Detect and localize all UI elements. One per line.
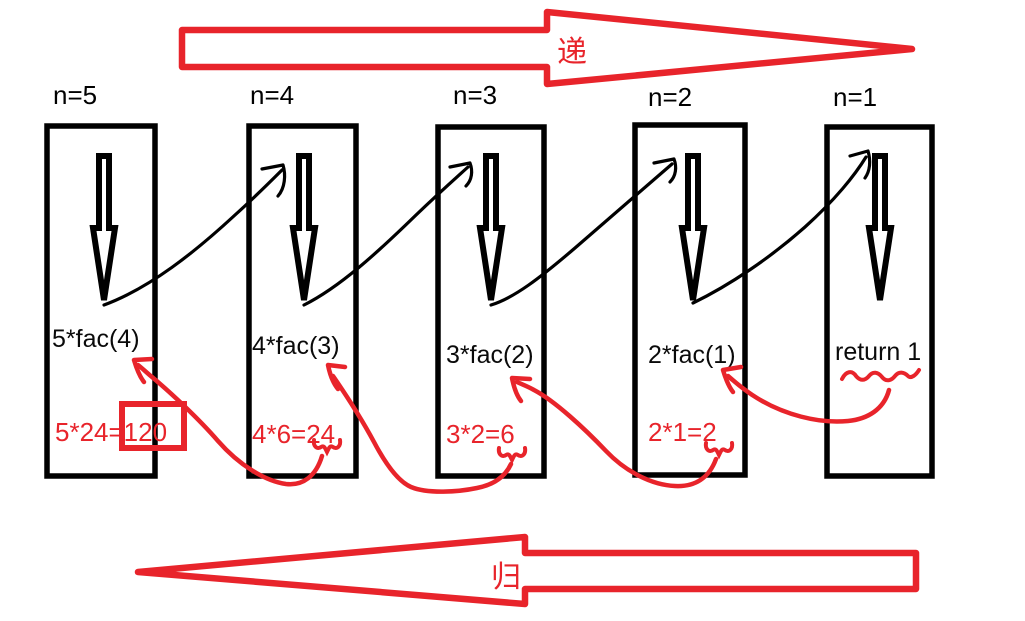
frame-result-text: 3*2=6	[446, 419, 515, 449]
frame-result-text: 4*6=24	[252, 419, 335, 449]
recurse-connector-3	[489, 157, 678, 307]
wavy-underline	[840, 368, 921, 383]
return-curve-line	[514, 379, 719, 489]
return-curve-line	[725, 373, 892, 424]
frame-n-label: n=3	[453, 80, 497, 110]
connector-arrowhead-icon	[848, 149, 872, 180]
connector-arrowhead-icon	[448, 161, 474, 188]
return-curve-4	[131, 356, 325, 487]
frame-box	[246, 123, 359, 479]
stack-frame-n5: n=5 5*fac(4) 5*24=120	[44, 80, 187, 479]
down-arrow-icon	[678, 153, 708, 301]
return-curve-line	[135, 362, 325, 487]
connector-line	[489, 162, 674, 307]
down-arrow-icon	[289, 153, 319, 301]
connector-line	[691, 155, 868, 305]
check-mark-icon	[496, 446, 528, 465]
frame-n-label: n=5	[53, 80, 97, 110]
frame-n-label: n=1	[833, 82, 877, 112]
return-arrowhead-icon	[720, 364, 744, 395]
connector-line	[102, 168, 284, 307]
connector-line	[302, 165, 470, 307]
recurse-banner: 递	[178, 8, 916, 88]
stack-frame-n4: n=4 4*fac(3) 4*6=24	[246, 80, 359, 479]
frame-result-text: 5*24=120	[55, 417, 167, 447]
return-arrowhead-icon	[509, 375, 533, 404]
frame-box	[632, 122, 748, 478]
return-curve-2	[509, 375, 719, 489]
down-arrow-icon	[476, 153, 506, 301]
unwind-banner-label: 归	[491, 561, 521, 594]
unwind-banner-arrow	[134, 533, 920, 608]
frame-call-text: 5*fac(4)	[52, 325, 140, 353]
recurse-banner-label: 递	[557, 36, 587, 69]
frame-box	[435, 124, 547, 479]
check-mark-icon	[311, 438, 343, 457]
return-arrowhead-icon	[325, 362, 348, 392]
connector-arrowhead-icon	[260, 163, 287, 198]
recurse-connector-4	[691, 149, 872, 305]
return-curve-3	[325, 362, 514, 494]
return-curve-1	[720, 364, 892, 424]
stack-frame-n3: n=3 3*fac(2) 3*2=6	[435, 80, 547, 479]
frame-call-text: 4*fac(3)	[252, 332, 340, 360]
stack-frame-n2: n=2 2*fac(1) 2*1=2	[632, 82, 748, 478]
result-highlight-box	[119, 401, 187, 451]
recurse-banner-arrow	[178, 8, 916, 88]
down-arrow-icon	[89, 153, 119, 301]
recurse-connector-2	[302, 161, 474, 307]
frame-call-text: return 1	[835, 338, 921, 366]
connector-arrowhead-icon	[652, 157, 678, 184]
frame-call-text: 3*fac(2)	[446, 341, 534, 369]
stack-frame-n1: n=1 return 1	[824, 82, 935, 479]
frame-box	[824, 124, 935, 479]
return-curve-line	[330, 373, 514, 494]
unwind-banner: 归	[134, 533, 920, 608]
check-mark-icon	[703, 441, 735, 460]
frame-n-label: n=4	[250, 80, 294, 110]
recurse-connector-1	[102, 163, 287, 307]
down-arrow-icon	[865, 153, 895, 301]
frame-box	[44, 123, 158, 479]
return-arrowhead-icon	[131, 356, 155, 385]
frame-n-label: n=2	[648, 82, 692, 112]
frame-call-text: 2*fac(1)	[648, 341, 736, 369]
